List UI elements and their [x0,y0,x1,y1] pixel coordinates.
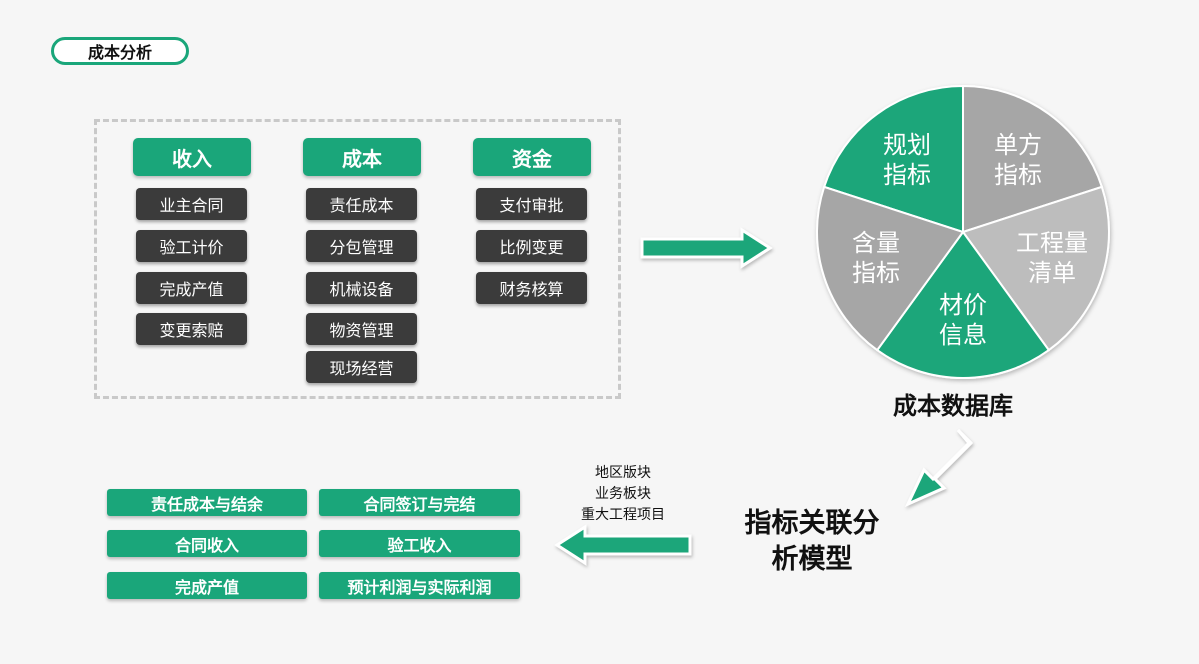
income-item: 完成产值 [136,272,247,304]
pie-segment [875,230,1051,379]
pie-segment [816,185,965,352]
pie-label-content: 含量指标 [852,229,900,287]
funds-item: 财务核算 [476,272,587,304]
cost-item: 现场经营 [306,351,417,383]
pie-label-unit: 单方指标 [994,131,1042,189]
page-title: 成本分析 [51,37,189,65]
income-item: 验工计价 [136,230,247,262]
column-head-funds: 资金 [473,138,591,176]
dimension-item: 地区版块 [595,465,651,481]
database-pie [816,84,1110,379]
funds-item: 支付审批 [476,188,587,220]
output-item: 验工收入 [319,530,520,557]
model-label: 指标关联分析模型 [744,508,880,575]
pie-label-quantity: 工程量清单 [1016,229,1088,287]
pie-segment [962,84,1104,234]
output-item: 责任成本与结余 [107,489,307,516]
right-arrow-icon [640,227,773,269]
cost-item: 责任成本 [306,188,417,220]
output-item: 合同收入 [107,530,307,557]
input-sources-box [94,119,621,399]
left-arrow-icon [554,524,692,566]
cost-item: 物资管理 [306,313,417,345]
output-item: 完成产值 [107,572,307,599]
output-item: 预计利润与实际利润 [319,572,520,599]
database-label: 成本数据库 [893,392,1013,420]
dimension-item: 业务板块 [595,486,651,502]
down-left-arrow-icon [904,428,974,508]
pie-label-planning: 规划指标 [883,131,931,189]
dimension-list: 地区版块 业务板块 重大工程项目 [568,463,678,526]
column-head-cost: 成本 [303,138,421,176]
pie-segment [961,185,1110,352]
funds-item: 比例变更 [476,230,587,262]
column-head-income: 收入 [133,138,251,176]
output-item: 合同签订与完结 [319,489,520,516]
pie-segment [822,84,964,234]
income-item: 变更索赔 [136,313,247,345]
cost-item: 分包管理 [306,230,417,262]
income-item: 业主合同 [136,188,247,220]
pie-label-material-price: 材价信息 [939,291,987,349]
dimension-item: 重大工程项目 [581,507,665,523]
cost-item: 机械设备 [306,272,417,304]
